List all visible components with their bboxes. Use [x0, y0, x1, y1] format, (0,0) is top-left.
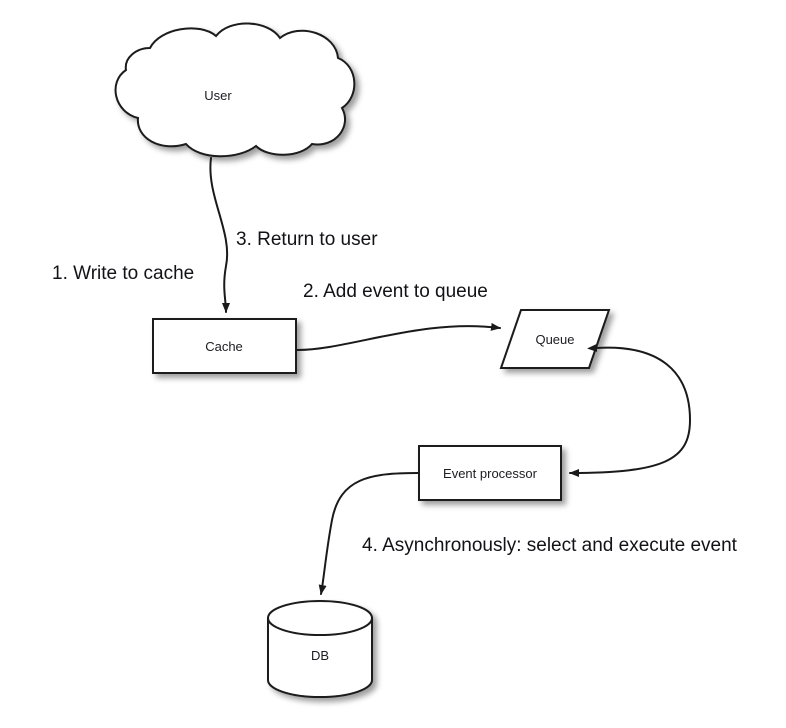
node-db-label: DB: [311, 648, 329, 663]
step-label-2: 2. Add event to queue: [303, 281, 488, 302]
node-cache[interactable]: Cache: [152, 318, 297, 374]
step-label-4: 4. Asynchronously: select and execute ev…: [362, 535, 738, 556]
edge-cache-to-queue: [296, 322, 501, 351]
node-user[interactable]: User: [114, 22, 356, 158]
edge-user-to-cache: [209, 157, 230, 313]
edge-queue-event-processor: [569, 343, 692, 477]
node-event-processor-label: Event processor: [443, 466, 538, 481]
step-label-1: 1. Write to cache: [52, 263, 194, 284]
node-user-label: User: [204, 88, 232, 103]
node-event-processor[interactable]: Event processor: [418, 445, 562, 501]
node-cache-label: Cache: [205, 339, 243, 354]
node-db[interactable]: DB: [267, 600, 373, 698]
node-queue-label: Queue: [535, 332, 574, 347]
edge-event-processor-to-db: [318, 472, 419, 595]
node-queue[interactable]: Queue: [499, 309, 611, 369]
step-label-3: 3. Return to user: [236, 229, 378, 250]
